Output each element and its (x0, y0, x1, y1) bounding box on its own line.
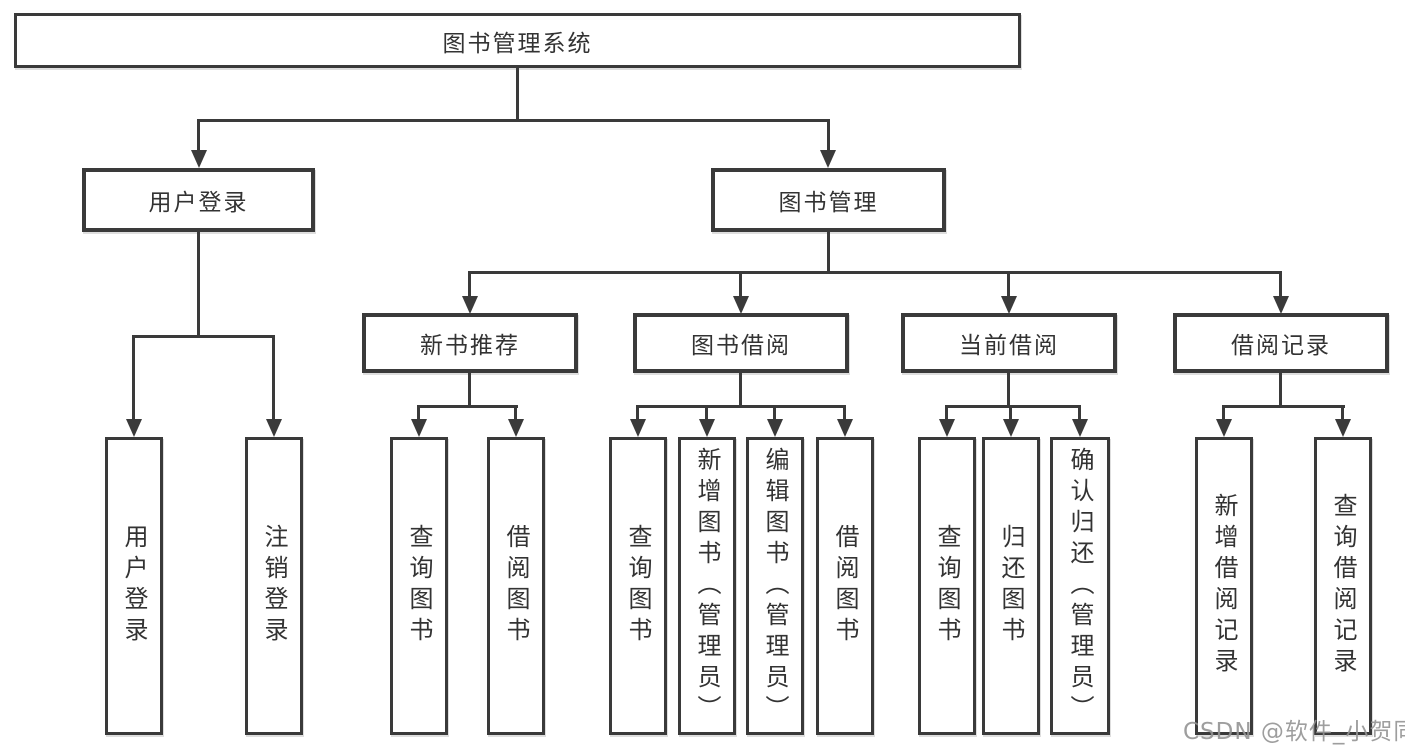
arrow-down-icon (1335, 419, 1351, 437)
connector-records-rail (1222, 405, 1345, 408)
connector-user-stem (197, 232, 200, 337)
connector-drop (1078, 405, 1081, 420)
arrow-down-icon (1001, 296, 1017, 314)
leaf-user-login: 用户登录 (105, 437, 163, 735)
node-library-system-root: 图书管理系统 (14, 13, 1021, 68)
leaf-add-borrow-record-label: 新增借阅记录 (1210, 493, 1238, 679)
connector-drop-recommend (468, 271, 471, 297)
node-book-management-branch: 图书管理 (711, 168, 946, 232)
connector-root-stem (516, 68, 519, 120)
connector-books-stem (827, 232, 830, 273)
leaf-borrow-books: 借阅图书 (816, 437, 874, 735)
connector-recommend-rail (417, 405, 518, 408)
leaf-user-login-label: 用户登录 (120, 524, 148, 648)
leaf-confirm-return-admin-label: 确认归还（管理员） (1066, 446, 1094, 726)
leaf-borrow-books-recommend-label: 借阅图书 (502, 524, 530, 648)
arrow-down-icon (630, 419, 646, 437)
leaf-query-borrow-record: 查询借阅记录 (1314, 437, 1372, 735)
leaf-add-book-admin-label: 新增图书（管理员） (693, 446, 721, 726)
leaf-add-book-admin: 新增图书（管理员） (678, 437, 736, 735)
arrow-down-icon (939, 419, 955, 437)
connector-drop-current (1007, 271, 1010, 297)
leaf-edit-book-admin: 编辑图书（管理员） (746, 437, 804, 735)
connector-current-stem (1007, 373, 1010, 407)
connector-drop-user-leaf2 (272, 335, 275, 419)
leaf-add-borrow-record: 新增借阅记录 (1195, 437, 1253, 735)
connector-borrow-rail (636, 405, 846, 408)
arrow-down-icon (508, 419, 524, 437)
connector-drop (636, 405, 639, 420)
node-book-borrow: 图书借阅 (633, 313, 849, 373)
leaf-edit-book-admin-label: 编辑图书（管理员） (761, 446, 789, 726)
arrow-down-icon (266, 419, 282, 437)
connector-drop-book-mgmt (827, 119, 830, 151)
connector-drop (1009, 405, 1012, 420)
leaf-return-book-label: 归还图书 (997, 524, 1025, 648)
connector-drop (1222, 405, 1225, 420)
connector-level3-rail (468, 271, 1282, 274)
connector-drop (705, 405, 708, 420)
leaf-query-books-recommend: 查询图书 (390, 437, 448, 735)
arrow-down-icon (462, 296, 478, 314)
connector-drop-borrow (739, 271, 742, 297)
leaf-borrow-books-recommend: 借阅图书 (487, 437, 545, 735)
node-user-login-branch: 用户登录 (82, 168, 315, 232)
csdn-watermark: CSDN @软件_小贺同学 (1183, 719, 1405, 745)
arrow-down-icon (191, 150, 207, 168)
connector-drop-user-leaf1 (132, 335, 135, 419)
connector-drop-user-login (197, 119, 200, 151)
connector-drop (773, 405, 776, 420)
arrow-down-icon (767, 419, 783, 437)
connector-records-stem (1279, 373, 1282, 407)
leaf-query-books-recommend-label: 查询图书 (405, 524, 433, 648)
leaf-query-borrow-record-label: 查询借阅记录 (1329, 493, 1357, 679)
arrow-down-icon (126, 419, 142, 437)
arrow-down-icon (820, 150, 836, 168)
leaf-query-books-current: 查询图书 (918, 437, 976, 735)
connector-drop-records (1279, 271, 1282, 297)
leaf-return-book: 归还图书 (982, 437, 1040, 735)
leaf-logout: 注销登录 (245, 437, 303, 735)
connector-user-rail (132, 335, 275, 338)
arrow-down-icon (837, 419, 853, 437)
node-borrow-records: 借阅记录 (1173, 313, 1389, 373)
leaf-query-books-current-label: 查询图书 (933, 524, 961, 648)
leaf-query-books-borrow-label: 查询图书 (624, 524, 652, 648)
arrow-down-icon (699, 419, 715, 437)
node-current-borrow: 当前借阅 (901, 313, 1117, 373)
connector-drop (417, 405, 420, 420)
leaf-confirm-return-admin: 确认归还（管理员） (1050, 437, 1110, 735)
connector-drop (945, 405, 948, 420)
arrow-down-icon (1003, 419, 1019, 437)
connector-drop (1341, 405, 1344, 420)
leaf-borrow-books-label: 借阅图书 (831, 524, 859, 648)
connector-drop (843, 405, 846, 420)
connector-current-rail (945, 405, 1081, 408)
leaf-query-books-borrow: 查询图书 (609, 437, 667, 735)
node-new-book-recommend: 新书推荐 (362, 313, 578, 373)
connector-level2-rail (197, 119, 830, 122)
connector-recommend-stem (468, 373, 471, 407)
arrow-down-icon (1273, 296, 1289, 314)
leaf-logout-label: 注销登录 (260, 524, 288, 648)
arrow-down-icon (1072, 419, 1088, 437)
arrow-down-icon (1216, 419, 1232, 437)
connector-borrow-stem (739, 373, 742, 407)
arrow-down-icon (733, 296, 749, 314)
arrow-down-icon (411, 419, 427, 437)
connector-drop (514, 405, 517, 420)
